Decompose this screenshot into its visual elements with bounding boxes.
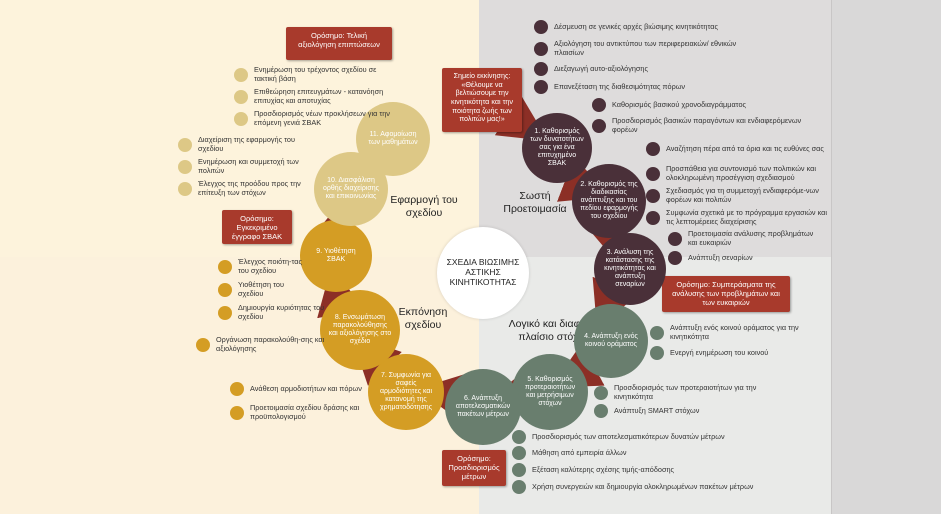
task-1-3: Διεξαγωγή αυτο-αξιολόγησης <box>534 62 754 76</box>
bullet-icon <box>646 142 660 156</box>
center-title: ΣΧΕΔΙΑ ΒΙΩΣΙΜΗΣ ΑΣΤΙΚΗΣ ΚΙΝΗΤΙΚΟΤΗΤΑΣ <box>437 227 529 319</box>
step-4[interactable]: 4. Ανάπτυξη ενός κοινού οράματος <box>574 304 648 378</box>
task-11-1: Ενημέρωση του τρέχοντος σχεδίου σε τακτι… <box>234 65 384 84</box>
bullet-icon <box>178 159 192 174</box>
task-2-3: Σχεδιασμός για τη συμμετοχή ενδιαφερόμε-… <box>646 186 830 205</box>
bullet-icon <box>512 446 526 460</box>
step-1[interactable]: 1. Καθορισμός των δυνατοτήτων σας για έν… <box>522 113 592 183</box>
step-5[interactable]: 5. Καθορισμός προτεραιοτήτων και μετρήσι… <box>512 354 588 430</box>
task-1b-2: Προσδιορισμός βασικών παραγόντων και ενδ… <box>592 116 812 135</box>
bullet-icon <box>178 137 192 152</box>
bullet-icon <box>650 346 664 360</box>
bullet-icon <box>534 80 548 94</box>
task-5-1: Προσδιορισμός των προτεραιοτήτων για την… <box>594 383 794 402</box>
bullet-icon <box>230 382 244 396</box>
task-1-1: Δέσμευση σε γενικές αρχές βιώσιμης κινητ… <box>534 20 794 34</box>
step-6[interactable]: 6. Ανάπτυξη αποτελεσματικών πακέτων μέτρ… <box>445 369 521 445</box>
phase-plan-implementation: Εφαρμογή του σχεδίου <box>390 194 458 219</box>
task-10-1: Διαχείριση της εφαρμογής του σχεδίου <box>178 135 308 154</box>
bullet-icon <box>592 98 606 112</box>
step-7[interactable]: 7. Συμφωνία για σαφείς αρμοδιότητες και … <box>368 354 444 430</box>
bullet-icon <box>646 188 660 203</box>
bullet-icon <box>512 463 526 477</box>
phase-proper-preparation: Σωστή Προετοιμασία <box>503 190 567 215</box>
step-3[interactable]: 3. Ανάλυση της κατάστασης της κινητικότη… <box>594 233 666 305</box>
bullet-icon <box>594 404 608 418</box>
task-4-2: Ενεργή ενημέρωση του κοινού <box>650 346 820 360</box>
task-1b-1: Καθορισμός βασικού χρονοδιαγράμματος <box>592 98 812 112</box>
task-7-1: Ανάθεση αρμοδιοτήτων και πόρων <box>230 382 370 396</box>
bullet-icon <box>534 41 548 56</box>
milestone-analysis-completed: Ορόσημο: Συμπεράσματα της ανάλυσης των π… <box>662 276 790 312</box>
task-8-1: Οργάνωση παρακολούθη-σης και αξιολόγησης <box>196 335 326 354</box>
bullet-icon <box>234 67 248 82</box>
step-11[interactable]: 11. Αφομοίωση των μαθημάτων <box>356 102 430 176</box>
step-10[interactable]: 10. Διασφάλιση ορθής διαχείρισης και επι… <box>314 152 388 226</box>
bullet-icon <box>646 166 660 181</box>
task-2-1: Αναζήτηση πέρα από τα όρια και τις ευθύν… <box>646 142 826 156</box>
task-6-1: Προσδιορισμός των αποτελεσματικότερων δυ… <box>512 430 782 444</box>
phase-rational-framework: Λογικό και διαφανές πλαίσιο στόχων <box>508 318 602 343</box>
bullet-icon <box>668 231 682 246</box>
task-2-2: Προσπάθεια για συντονισμό των πολιτικών … <box>646 164 830 183</box>
bullet-icon <box>646 210 660 225</box>
bullet-icon <box>230 405 244 420</box>
bullet-icon <box>534 20 548 34</box>
task-10-2: Ενημέρωση και συμμετοχή των πολιτών <box>178 157 318 176</box>
task-2-4: Συμφωνία σχετικά με το πρόγραμμα εργασιώ… <box>646 208 830 227</box>
start-point-box: Σημείο εκκίνησης: «Θέλουμε να βελτιώσουμ… <box>442 68 522 132</box>
milestone-approved-document: Ορόσημο: Εγκεκριμένο έγγραφο ΣΒΑΚ <box>222 210 292 244</box>
bullet-icon <box>512 480 526 494</box>
task-4-1: Ανάπτυξη ενός κοινού οράματος για την κι… <box>650 323 820 342</box>
bullet-icon <box>234 111 248 126</box>
task-6-2: Μάθηση από εμπειρία άλλων <box>512 446 782 460</box>
task-1-4: Επανεξέταση της διαθεσιμότητας πόρων <box>534 80 754 94</box>
step-9[interactable]: 9. Υιοθέτηση ΣΒΑΚ <box>300 220 372 292</box>
step-2[interactable]: 2. Καθορισμός της διαδικασίας ανάπτυξης … <box>572 164 646 238</box>
bullet-icon <box>594 385 608 400</box>
bullet-icon <box>592 118 606 133</box>
bullet-icon <box>196 337 210 352</box>
task-6-4: Χρήση συνεργειών και δημιουργία ολοκληρω… <box>512 480 812 494</box>
bullet-icon <box>234 89 248 104</box>
bullet-icon <box>512 430 526 444</box>
task-5-2: Ανάπτυξη SMART στόχων <box>594 404 794 418</box>
bullet-icon <box>218 259 232 274</box>
task-9-2: Υιοθέτηση του σχεδίου <box>218 280 304 299</box>
task-3-2: Ανάπτυξη σεναρίων <box>668 251 818 265</box>
bullet-icon <box>218 282 232 297</box>
bullet-icon <box>650 325 664 340</box>
task-7-2: Προετοιμασία σχεδίου δράσης και προϋπολο… <box>230 403 370 422</box>
milestone-final-evaluation: Ορόσημο: Τελική αξιολόγηση επιπτώσεων <box>286 27 392 60</box>
bullet-icon <box>534 62 548 76</box>
task-11-3: Προσδιορισμός νέων προκλήσεων για την επ… <box>234 109 394 128</box>
step-8[interactable]: 8. Ενσωμάτωση παρακολούθησης και αξιολόγ… <box>320 290 400 370</box>
bullet-icon <box>668 251 682 265</box>
bullet-icon <box>178 181 192 196</box>
task-10-3: Έλεγχος της προόδου προς την επίτευξη τω… <box>178 179 302 198</box>
task-9-3: Δημιουργία κυριότητας του σχεδίου <box>218 303 328 322</box>
milestone-measures-defined: Ορόσημο: Προσδιορισμός μέτρων <box>442 450 506 486</box>
right-margin-strip <box>831 0 941 514</box>
phase-plan-development: Εκπόνηση σχεδίου <box>398 306 448 331</box>
bullet-icon <box>218 305 232 320</box>
task-6-3: Εξέταση καλύτερης σχέσης τιμής-απόδοσης <box>512 463 782 477</box>
task-9-1: Έλεγχος ποιότη-τας του σχεδίου <box>218 257 304 276</box>
task-3-1: Προετοιμασία ανάλυσης προβλημάτων και ευ… <box>668 229 818 248</box>
task-1-2: Αξιολόγηση του αντικτύπου των περιφερεια… <box>534 39 754 58</box>
task-11-2: Επιθεώρηση επιτευγμάτων - κατανόηση επιτ… <box>234 87 394 106</box>
